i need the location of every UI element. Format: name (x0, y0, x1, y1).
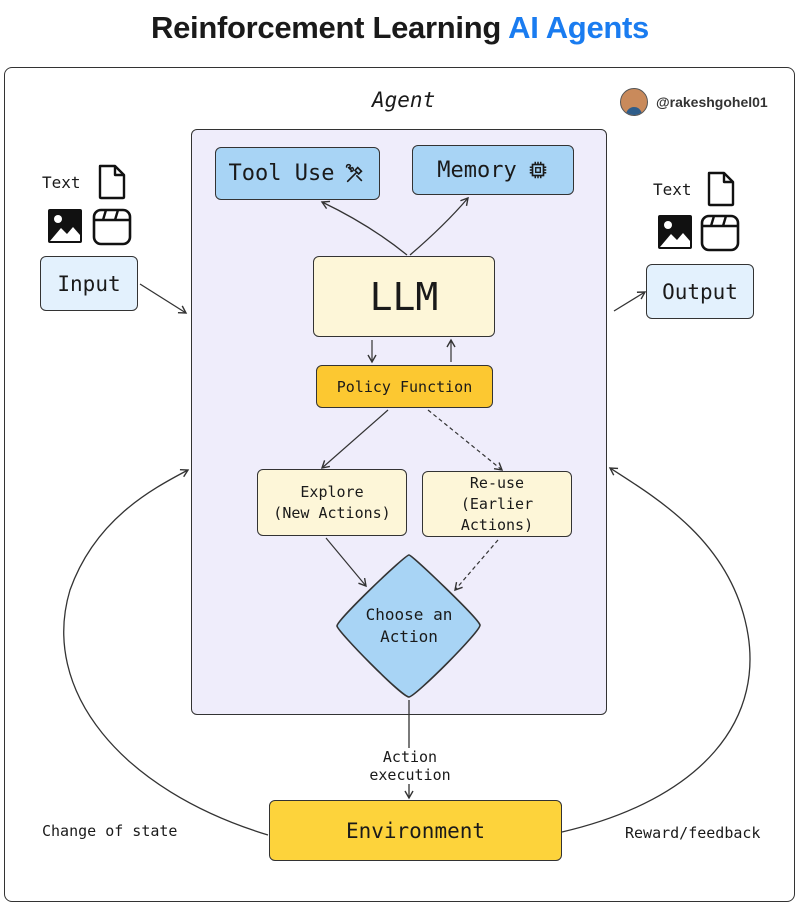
output-label: Output (662, 279, 738, 304)
tools-icon (346, 163, 364, 182)
change-of-state-label: Change of state (42, 822, 178, 840)
image-icon (48, 209, 82, 243)
agent-label: Agent (372, 88, 436, 112)
reuse-line1: Re-use (469, 473, 525, 492)
memory-box: Memory (412, 145, 574, 195)
reuse-line2: (Earlier Actions) (460, 494, 534, 534)
choose-action-node: Choose an Action (345, 604, 473, 648)
output-text-label: Text (653, 180, 692, 199)
arrow-agent-to-output (613, 291, 647, 312)
environment-box: Environment (269, 800, 562, 861)
output-box: Output (646, 264, 754, 319)
explore-line2: (New Actions) (273, 503, 391, 522)
reward-feedback-label: Reward/feedback (625, 824, 761, 842)
tool-use-box: Tool Use (215, 147, 380, 200)
author-handle: @rakeshgohel01 (656, 94, 768, 110)
image-icon (658, 215, 692, 249)
explore-line1: Explore (300, 482, 364, 501)
title-main: Reinforcement Learning (151, 10, 501, 45)
chip-icon (529, 161, 546, 179)
arrow-explore-to-choose (325, 537, 367, 588)
video-icon (92, 208, 132, 246)
arrow-reuse-to-choose (454, 539, 499, 592)
choose-line1: Choose an (365, 605, 453, 624)
reuse-box: Re-use (Earlier Actions) (422, 471, 572, 537)
document-icon (98, 164, 126, 200)
arrow-policy-to-reuse (427, 409, 504, 471)
arrow-reward-feedback (561, 467, 751, 833)
arrow-llm-to-memory (409, 196, 469, 256)
environment-label: Environment (345, 818, 486, 843)
llm-label: LLM (369, 274, 439, 319)
video-icon (700, 214, 740, 252)
policy-function-box: Policy Function (316, 365, 493, 408)
arrow-input-to-agent (139, 283, 188, 314)
input-text-label: Text (42, 173, 81, 192)
llm-box: LLM (313, 256, 495, 337)
explore-box: Explore (New Actions) (257, 469, 407, 536)
tool-use-label: Tool Use (228, 161, 335, 186)
arrow-llm-to-tool (320, 200, 408, 256)
input-box: Input (40, 256, 138, 311)
choose-line2: Action (380, 627, 438, 646)
memory-label: Memory (437, 157, 517, 183)
arrow-policy-to-explore (320, 409, 389, 469)
action-execution-label: Action execution (340, 748, 480, 784)
page-title: Reinforcement Learning AI Agents (0, 10, 800, 46)
arrow-change-of-state (63, 469, 269, 836)
input-label: Input (57, 271, 121, 296)
policy-label: Policy Function (336, 377, 473, 396)
document-icon (707, 171, 735, 207)
choose-diamond-shape (336, 554, 481, 698)
title-highlight: AI Agents (508, 10, 649, 45)
diagram-frame (4, 67, 795, 902)
avatar (620, 88, 648, 116)
author-badge: @rakeshgohel01 (620, 88, 768, 116)
